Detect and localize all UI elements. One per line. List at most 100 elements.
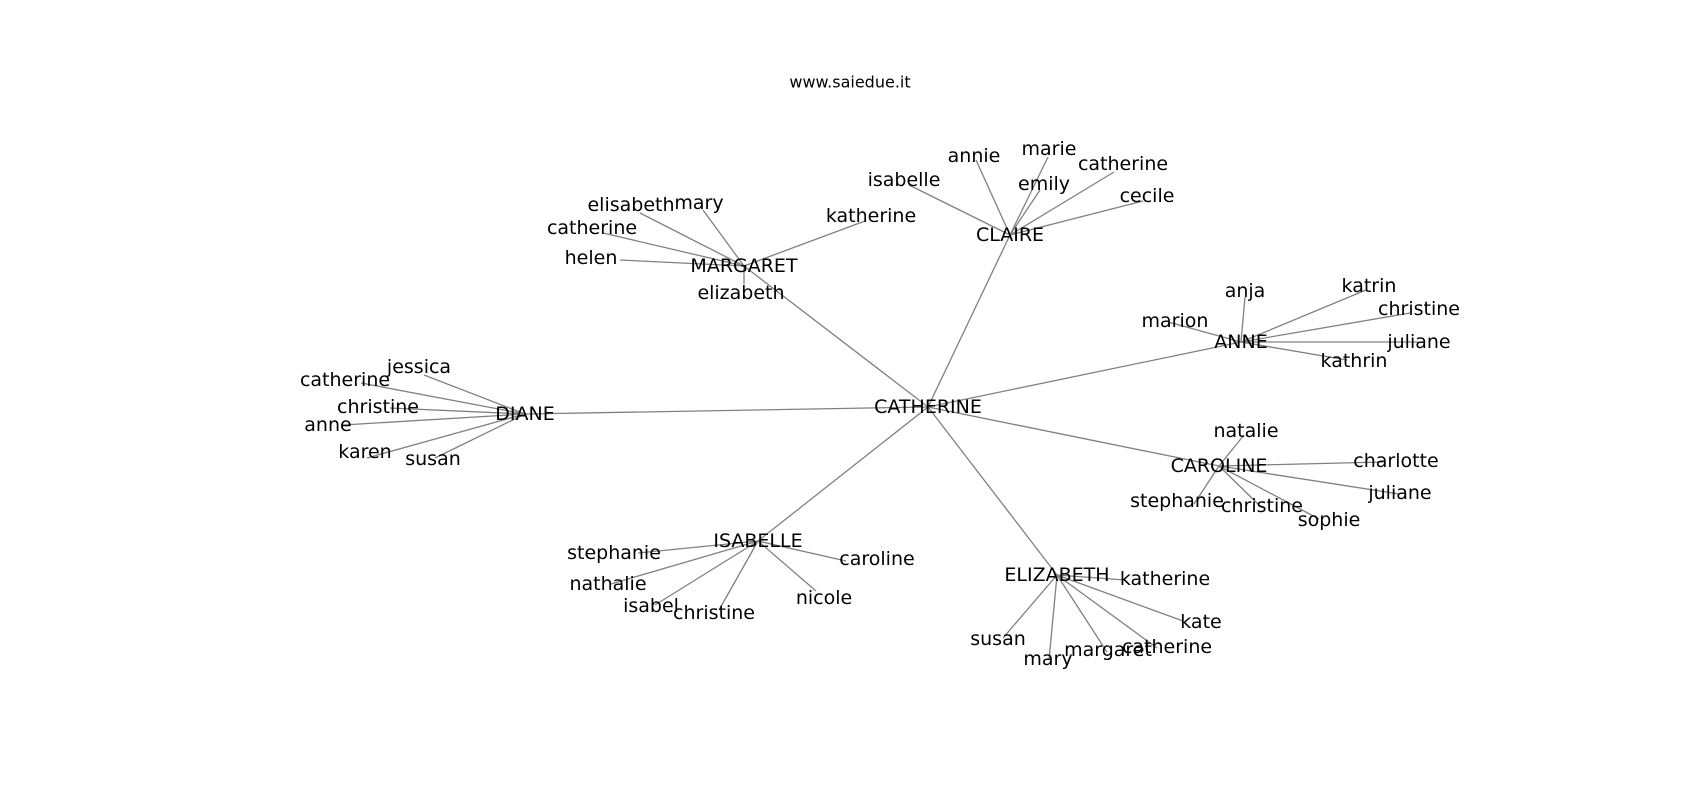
edge-claire-marie	[1009, 156, 1049, 236]
node-hub-isabelle: ISABELLE	[713, 530, 802, 552]
edge-claire-isabelle	[908, 184, 1011, 236]
node-elizabeth-katherine: katherine	[1120, 568, 1210, 590]
edge-elizabeth-mary	[1048, 574, 1058, 661]
node-elizabeth-susan: susan	[970, 628, 1026, 650]
node-claire-emily: emily	[1018, 173, 1070, 195]
node-claire-cecile: cecile	[1120, 185, 1175, 207]
edge-caroline-juliane	[1218, 465, 1400, 495]
node-claire-marie: marie	[1022, 138, 1077, 160]
node-diane-catherine: catherine	[300, 369, 390, 391]
node-elizabeth-margaret: margaret	[1064, 639, 1152, 661]
node-elizabeth-mary: mary	[1023, 648, 1072, 670]
edge-elizabeth-catherine	[1056, 574, 1158, 649]
edge-isabelle-stephanie	[637, 540, 759, 554]
node-elizabeth-kate: kate	[1180, 611, 1221, 633]
edge-margaret-katherine	[743, 220, 866, 267]
edge-anne-katrin	[1240, 289, 1367, 343]
graph-edges	[342, 156, 1419, 661]
node-isabelle-nathalie: nathalie	[569, 573, 646, 595]
edge-claire-catherine	[1009, 171, 1115, 236]
node-margaret-catherine: catherine	[547, 217, 637, 239]
edge-center-margaret	[743, 265, 929, 408]
node-claire-isabelle: isabelle	[868, 169, 941, 191]
node-hub-anne: ANNE	[1214, 331, 1267, 353]
node-caroline-natalie: natalie	[1213, 420, 1278, 442]
node-caroline-stephanie: stephanie	[1130, 490, 1224, 512]
node-anne-marion: marion	[1142, 310, 1209, 332]
node-diane-susan: susan	[405, 448, 461, 470]
node-isabelle-isabel: isabel	[623, 595, 679, 617]
edge-anne-kathrin	[1240, 341, 1348, 361]
node-claire-catherine: catherine	[1078, 153, 1168, 175]
edge-center-elizabeth	[927, 406, 1058, 576]
node-center-catherine-root: CATHERINE	[874, 396, 982, 418]
edge-margaret-catherine	[602, 232, 745, 267]
edge-diane-anne	[342, 413, 526, 426]
node-hub-caroline: CAROLINE	[1171, 455, 1268, 477]
node-caroline-sophie: sophie	[1298, 509, 1361, 531]
node-caroline-juliane: juliane	[1367, 482, 1431, 504]
edge-margaret-elisabeth	[639, 212, 745, 267]
node-isabelle-stephanie: stephanie	[567, 542, 661, 564]
node-isabelle-nicole: nicole	[796, 587, 852, 609]
node-margaret-helen: helen	[565, 247, 618, 269]
edge-anne-marion	[1167, 321, 1242, 343]
node-anne-juliane: juliane	[1386, 331, 1450, 353]
edge-anne-anja	[1240, 296, 1246, 343]
edge-elizabeth-margaret	[1056, 574, 1108, 653]
graph-labels: www.saiedue.it annie marie isabelle catheri…	[300, 73, 1460, 671]
edge-caroline-sophie	[1218, 465, 1320, 520]
edge-isabelle-caroline	[757, 540, 847, 562]
node-anne-katrin: katrin	[1342, 275, 1397, 297]
edge-caroline-charlotte	[1218, 461, 1384, 467]
node-caroline-charlotte: charlotte	[1353, 450, 1438, 472]
edge-center-caroline	[927, 406, 1220, 467]
edge-center-isabelle	[757, 406, 929, 542]
edge-center-claire	[927, 234, 1011, 408]
edge-isabelle-nicole	[757, 540, 817, 592]
edge-claire-emily	[1009, 189, 1041, 236]
node-diane-karen: karen	[338, 441, 391, 463]
edge-isabelle-christine	[718, 540, 759, 611]
node-margaret-elizabeth: elizabeth	[697, 282, 784, 304]
node-diane-anne: anne	[304, 414, 351, 436]
node-diane-jessica: jessica	[386, 356, 451, 378]
node-margaret-katherine: katherine	[826, 205, 916, 227]
edge-isabelle-isabel	[654, 540, 759, 606]
edge-caroline-christine	[1218, 465, 1262, 508]
edge-elizabeth-susan	[1002, 574, 1058, 639]
edge-center-diane	[524, 406, 929, 415]
node-elizabeth-catherine: catherine	[1122, 636, 1212, 658]
node-margaret-elisabeth: elisabeth	[587, 194, 674, 216]
node-isabelle-caroline: caroline	[839, 548, 914, 570]
node-caroline-christine: christine	[1221, 495, 1303, 517]
edge-diane-catherine	[360, 382, 526, 415]
website-label: www.saiedue.it	[789, 73, 910, 92]
edge-margaret-helen	[619, 259, 745, 267]
node-diane-christine: christine	[337, 396, 419, 418]
edge-anne-christine	[1240, 312, 1411, 343]
node-hub-margaret: MARGARET	[690, 255, 798, 277]
edge-diane-christine	[389, 407, 526, 415]
edge-caroline-natalie	[1218, 434, 1245, 467]
edge-elizabeth-katherine	[1056, 574, 1126, 581]
edge-margaret-mary	[702, 209, 745, 267]
edge-diane-jessica	[423, 374, 526, 415]
node-anne-christine: christine	[1378, 298, 1460, 320]
node-hub-claire: CLAIRE	[976, 224, 1044, 246]
node-hub-elizabeth: ELIZABETH	[1004, 564, 1109, 586]
node-hub-diane: DIANE	[495, 403, 554, 425]
edge-caroline-stephanie	[1193, 465, 1220, 505]
node-isabelle-christine: christine	[673, 602, 755, 624]
edge-claire-cecile	[1009, 200, 1144, 236]
edge-elizabeth-kate	[1056, 574, 1184, 622]
edge-diane-karen	[366, 413, 526, 459]
node-margaret-mary: mary	[674, 192, 723, 214]
edge-isabelle-nathalie	[610, 540, 759, 585]
edge-claire-annie	[975, 159, 1011, 236]
edge-center-anne	[927, 341, 1242, 408]
node-anne-anja: anja	[1225, 280, 1266, 302]
node-anne-kathrin: kathrin	[1321, 350, 1388, 372]
node-claire-annie: annie	[948, 145, 1001, 167]
